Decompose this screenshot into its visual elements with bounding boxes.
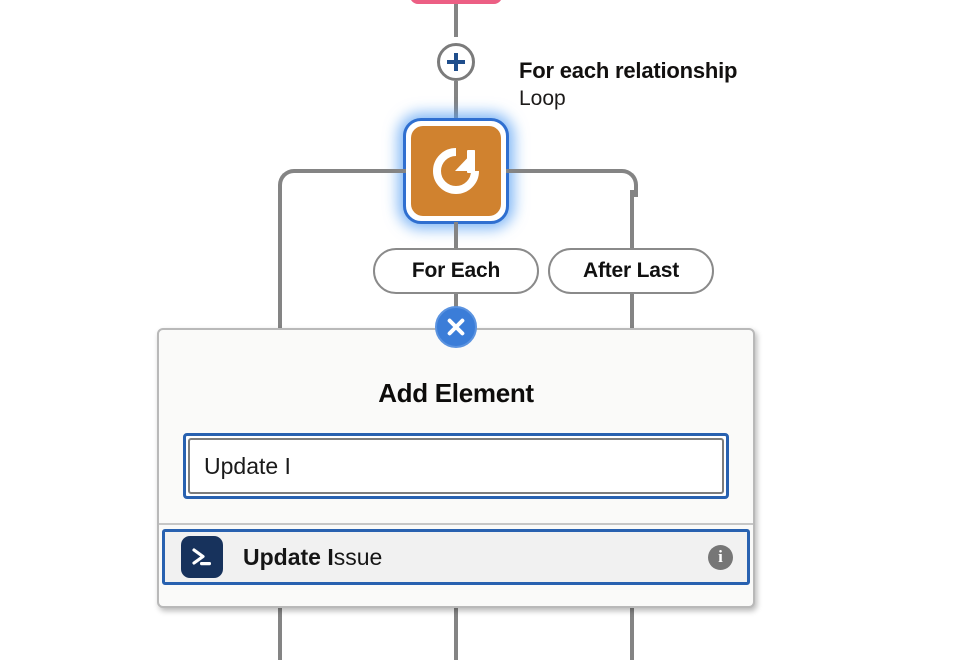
- element-search-input[interactable]: [188, 438, 724, 494]
- loop-node-subtitle: Loop: [519, 87, 566, 110]
- results-divider: [159, 523, 753, 525]
- info-circle-icon[interactable]: i: [708, 544, 733, 570]
- connector-line: [454, 81, 458, 119]
- loop-node-body: [411, 126, 501, 216]
- connector-line: [630, 190, 634, 248]
- loop-node-title: For each relationship: [519, 58, 738, 83]
- dialog-title: Add Element: [378, 378, 534, 408]
- connector-line: [278, 608, 282, 660]
- connector-line: [454, 608, 458, 660]
- loop-refresh-icon: [425, 140, 487, 202]
- connector-line: [630, 294, 634, 330]
- connector-line: [454, 222, 458, 250]
- branch-pill-after-last[interactable]: After Last: [548, 248, 714, 294]
- branch-pill-for-each[interactable]: For Each: [373, 248, 539, 294]
- close-dialog-button[interactable]: [435, 306, 477, 348]
- connector-line: [506, 169, 534, 173]
- branch-label: For Each: [411, 259, 501, 282]
- connector-line: [378, 169, 406, 173]
- connector-line: [630, 608, 634, 660]
- terminal-icon: [181, 536, 223, 578]
- loop-node[interactable]: [403, 118, 509, 224]
- result-label-match: Update I: [243, 543, 334, 570]
- connector-elbow: [278, 169, 384, 197]
- result-item-update-issue[interactable]: Update Issue i: [162, 529, 750, 585]
- add-step-button[interactable]: [437, 43, 475, 81]
- result-label-rest: ssue: [333, 543, 383, 570]
- add-element-dialog: Add Element Update Issue i: [157, 328, 755, 608]
- connector-line: [278, 190, 282, 330]
- search-field-wrapper: [183, 433, 729, 499]
- previous-node-partial[interactable]: [410, 0, 502, 4]
- connector-line: [454, 4, 458, 37]
- branch-label: After Last: [582, 259, 680, 282]
- connector-elbow: [532, 169, 638, 197]
- result-item-label: Update Issue: [243, 544, 708, 571]
- loop-node-caption: For each relationship Loop: [519, 57, 737, 113]
